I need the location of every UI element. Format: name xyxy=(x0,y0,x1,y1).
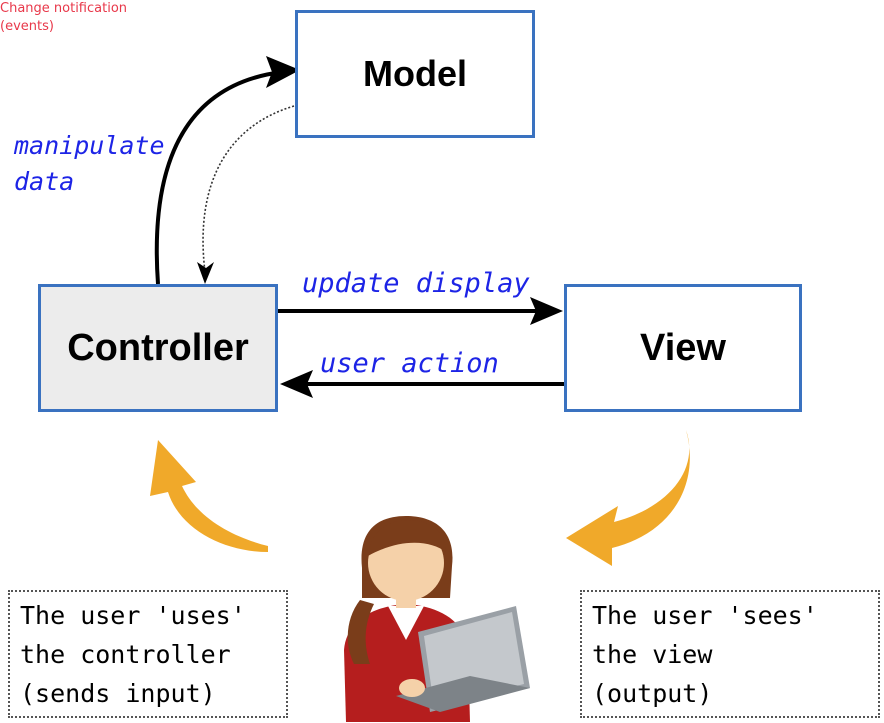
manipulate-data-line1: manipulate xyxy=(14,131,165,160)
change-notification-arrow xyxy=(202,105,295,273)
manipulate-data-arrowhead xyxy=(266,56,300,88)
user-to-controller-cycle-arrow xyxy=(150,440,268,552)
view-box: View xyxy=(564,284,802,412)
view-note-line1: The user 'sees' xyxy=(592,601,818,630)
view-note-line3: (output) xyxy=(592,679,713,708)
view-to-user-cycle-arrow xyxy=(566,430,690,566)
change-notification-arrowhead xyxy=(197,262,214,284)
user-with-laptop-icon xyxy=(344,516,530,722)
controller-note-line3: (sends input) xyxy=(20,679,216,708)
controller-note-line1: The user 'uses' xyxy=(20,601,246,630)
view-note-line2: the view xyxy=(592,640,713,669)
model-box: Model xyxy=(295,10,535,138)
controller-usage-note: The user 'uses' the controller (sends in… xyxy=(8,590,288,718)
controller-box: Controller xyxy=(38,284,278,412)
update-display-label: update display xyxy=(302,268,530,299)
manipulate-data-line2: data xyxy=(14,167,75,196)
update-display-arrowhead xyxy=(530,297,563,325)
controller-note-line2: the controller xyxy=(20,640,231,669)
user-action-label: user action xyxy=(320,348,499,379)
view-usage-note: The user 'sees' the view (output) xyxy=(580,590,880,718)
controller-label: Controller xyxy=(67,326,249,369)
manipulate-data-label: manipulate data xyxy=(14,128,165,200)
model-label: Model xyxy=(363,53,467,94)
view-label: View xyxy=(640,326,726,369)
change-notification-line1: Change notification xyxy=(0,1,128,16)
user-action-arrowhead xyxy=(280,370,313,398)
change-notification-line2: (events) xyxy=(0,19,54,34)
manipulate-data-arrow xyxy=(154,70,283,285)
change-notification-label: Change notification (events) xyxy=(0,0,884,36)
